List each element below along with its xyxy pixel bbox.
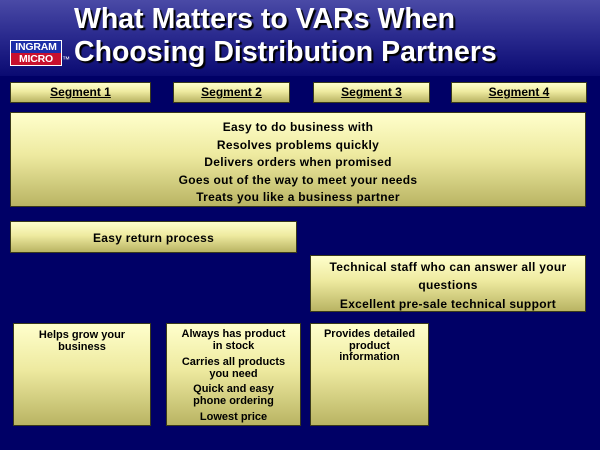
- priority-item: information: [339, 351, 400, 363]
- trademark-mark: ™: [62, 55, 70, 64]
- technical-support-box: Technical staff who can answer all your …: [310, 255, 586, 312]
- priority-item: Technical staff who can answer all your: [329, 260, 567, 274]
- priority-item: Always has product: [181, 328, 286, 340]
- title-line: What Matters to VARs When: [74, 3, 456, 35]
- priority-item: Provides detailed: [323, 328, 416, 340]
- segment-2-header: Segment 2: [173, 82, 290, 103]
- priority-item: Easy to do business with: [222, 120, 374, 134]
- priority-item: Delivers orders when promised: [204, 155, 392, 169]
- slide-title: What Matters to VARs When Choosing Distr…: [74, 3, 594, 69]
- priority-item: in stock: [212, 339, 255, 352]
- logo-text-top: INGRAM: [11, 41, 61, 53]
- priority-item: business: [58, 340, 106, 353]
- priority-item: Excellent pre-sale technical support: [339, 297, 557, 311]
- easy-return-box: Easy return process: [10, 221, 297, 253]
- segment-2-priorities-box: Always has product in stock Carries all …: [166, 323, 301, 426]
- ingram-micro-logo: INGRAM MICRO: [10, 40, 62, 66]
- slide-header: INGRAM MICRO ™ What Matters to VARs When…: [0, 0, 600, 76]
- logo-text-bottom: MICRO: [11, 53, 61, 65]
- priority-item: Treats you like a business partner: [196, 190, 400, 204]
- priority-item: phone ordering: [193, 394, 274, 407]
- segment-3-priorities-box: Provides detailed product information: [310, 323, 429, 426]
- priority-item: questions: [418, 277, 478, 292]
- priority-item: Goes out of the way to meet your needs: [178, 172, 418, 187]
- title-line: Choosing Distribution Partners: [74, 36, 497, 68]
- priority-item: Resolves problems quickly: [216, 137, 380, 152]
- priority-item: Lowest price: [199, 411, 268, 423]
- priority-item: you need: [209, 367, 258, 380]
- priority-item: Helps grow your: [38, 329, 126, 341]
- segment-3-header: Segment 3: [313, 82, 430, 103]
- all-segments-priorities-box: Easy to do business with Resolves proble…: [10, 112, 586, 207]
- priority-item: product: [349, 339, 390, 352]
- priority-item: Carries all products: [181, 356, 286, 368]
- segment-1-header: Segment 1: [10, 82, 151, 103]
- priority-item: Quick and easy: [193, 383, 274, 395]
- segment-4-header: Segment 4: [451, 82, 587, 103]
- segment-1-priorities-box: Helps grow your business: [13, 323, 151, 426]
